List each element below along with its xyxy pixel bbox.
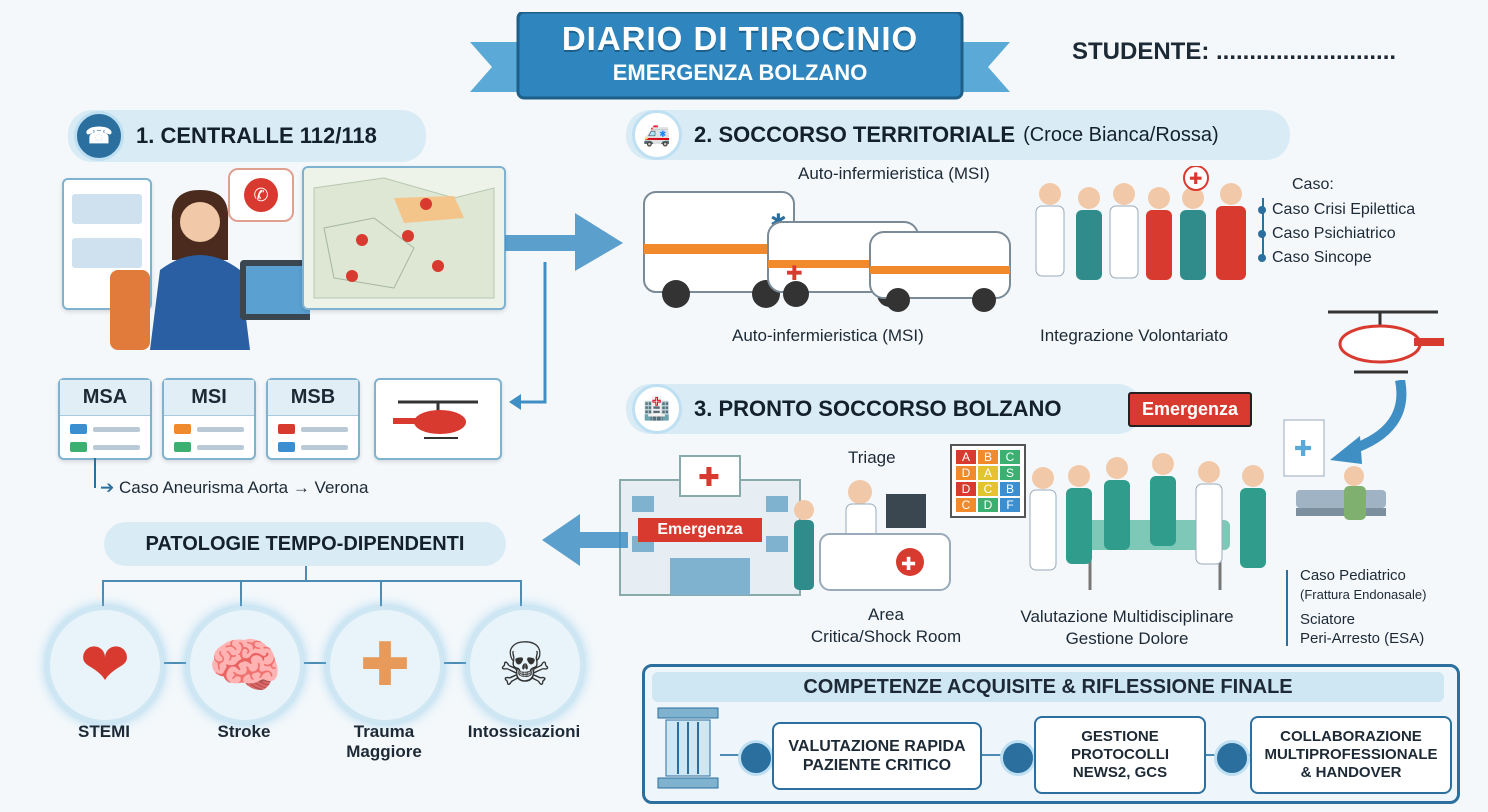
connector-arrow (509, 262, 547, 410)
rescue-helicopter-icon (1328, 310, 1444, 374)
vehicle-label-bottom: Auto-infermieristica (MSI) (732, 326, 924, 345)
cases-list: Caso Crisi Epilettica Caso Psichiatrico … (1258, 198, 1415, 270)
pathology-label: Trauma Maggiore (346, 722, 422, 761)
brain-icon: 🧠 (186, 606, 304, 724)
bandage-icon: ✚ (326, 606, 444, 724)
pathology-tree-branch (102, 580, 104, 610)
unit-card-msa[interactable]: MSA (58, 378, 152, 460)
section3-title: 3. PRONTO SOCCORSO BOLZANO (694, 396, 1062, 421)
competence-node (1000, 740, 1036, 776)
section3-header: 🏥 3. PRONTO SOCCORSO BOLZANO (626, 384, 1142, 434)
evaluation-label: Valutazione Multidisciplinare Gestione D… (1020, 607, 1234, 648)
pathology-tree-branch (520, 580, 522, 610)
incoming-call-icon: ✆ (244, 178, 278, 212)
emergency-sign: Emergenza (1128, 392, 1253, 427)
medical-team-illustration (1029, 453, 1266, 590)
triage-code-board: A B C D A S D C B C D F (950, 444, 1026, 518)
case-aneurysm-note: ➔ Caso Aneurisma Aorta → Verona (100, 478, 369, 497)
pathologies-title: PATOLOGIE TEMPO-DIPENDENTI (145, 532, 465, 555)
competence-item: VALUTAZIONE RAPIDA PAZIENTE CRITICO (772, 722, 982, 790)
case-connector (94, 458, 96, 488)
student-field: STUDENTE: ........................... (1072, 38, 1397, 65)
shock-room-label: Area Critica/Shock Room (810, 605, 962, 646)
case-item: Caso Sincope (1258, 246, 1415, 270)
page-subtitle: EMERGENZA BOLZANO (612, 60, 868, 85)
pathology-label: Stroke (217, 722, 271, 741)
pathology-link-line (100, 662, 530, 664)
title-ribbon (470, 12, 1010, 100)
triage-desk: ✚ (794, 480, 951, 591)
unit-card-msb[interactable]: MSB (266, 378, 360, 460)
pathology-tree-branch (240, 580, 242, 610)
helicopter-icon (393, 400, 478, 439)
svg-text:✚: ✚ (698, 463, 720, 493)
call-bubble: ✆ (228, 168, 294, 222)
team-illustration: ✚ (1035, 166, 1246, 280)
svg-text:✚: ✚ (901, 554, 916, 575)
map-panel (302, 166, 506, 310)
ps-cases: Caso Pediatrico (Frattura Endonasale) Sc… (1300, 566, 1426, 648)
case-skier-detail: Peri-Arresto (ESA) (1300, 630, 1425, 647)
page-title: DIARIO DI TIROCINIO (561, 20, 919, 57)
phone-icon: ☎ (74, 111, 124, 161)
section1-header: ☎ 1. CENTRALLE 112/118 (68, 110, 426, 162)
svg-text:✚: ✚ (1189, 169, 1202, 188)
pathology-tree-line (102, 580, 522, 582)
case-pediatric-detail: (Frattura Endonasale) (1300, 587, 1427, 602)
pathologies-header: PATOLOGIE TEMPO-DIPENDENTI (104, 522, 506, 566)
arrow-to-section3 (1330, 380, 1407, 464)
ambulance-icon: 🚑 (632, 110, 682, 160)
section2-subtitle: (Croce Bianca/Rossa) (1023, 123, 1219, 146)
skull-icon: ☠ (466, 606, 584, 724)
hospital-icon: 🏥 (632, 384, 682, 434)
svg-text:✚: ✚ (1294, 437, 1312, 462)
competence-item: GESTIONE PROTOCOLLI NEWS2, GCS (1034, 716, 1206, 794)
cases-title: Caso: (1292, 176, 1334, 193)
case-item: Caso Psichiatrico (1258, 222, 1415, 246)
vehicles-illustration: ✱ ✚ (643, 191, 1011, 312)
waiting-area-illustration: ✚ (1283, 419, 1386, 520)
pathology-tree-branch (380, 580, 382, 610)
unit-card-helicopter[interactable] (374, 378, 502, 460)
pathology-label: STEMI (78, 722, 130, 741)
vehicle-label-top: Auto-infermieristica (MSI) (798, 164, 990, 183)
case-pediatric: Caso Pediatrico (1300, 567, 1406, 584)
pillar-icon (657, 707, 719, 789)
pathology-label: Intossicazioni (467, 722, 581, 741)
arrow-to-section2 (505, 213, 623, 271)
section2-header: 🚑 2. SOCCORSO TERRITORIALE (Croce Bianca… (626, 110, 1290, 160)
section2-title: 2. SOCCORSO TERRITORIALE (694, 122, 1016, 147)
arrow-to-pathologies (542, 514, 628, 566)
triage-label: Triage (848, 448, 896, 467)
map-icon (313, 177, 495, 299)
case-skier: Sciatore (1300, 611, 1356, 628)
volunteer-label: Integrazione Volontariato (1040, 326, 1229, 345)
ps-cases-connector (1286, 570, 1288, 646)
competence-node (738, 740, 774, 776)
dispatcher-illustration (110, 190, 310, 350)
section1-title: 1. CENTRALLE 112/118 (136, 123, 377, 148)
competence-node (1214, 740, 1250, 776)
cases-connector (1262, 198, 1264, 258)
unit-card-msi[interactable]: MSI (162, 378, 256, 460)
heart-icon: ❤ (46, 606, 164, 724)
hospital-sign: Emergenza (638, 518, 762, 542)
competence-item: COLLABORAZIONE MULTIPROFESSIONALE & HAND… (1250, 716, 1452, 794)
pathology-tree-stem (305, 566, 307, 580)
svg-text:✚: ✚ (786, 261, 803, 285)
competences-title: COMPETENZE ACQUISITE & RIFLESSIONE FINAL… (652, 672, 1444, 702)
case-item: Caso Crisi Epilettica (1258, 198, 1415, 222)
